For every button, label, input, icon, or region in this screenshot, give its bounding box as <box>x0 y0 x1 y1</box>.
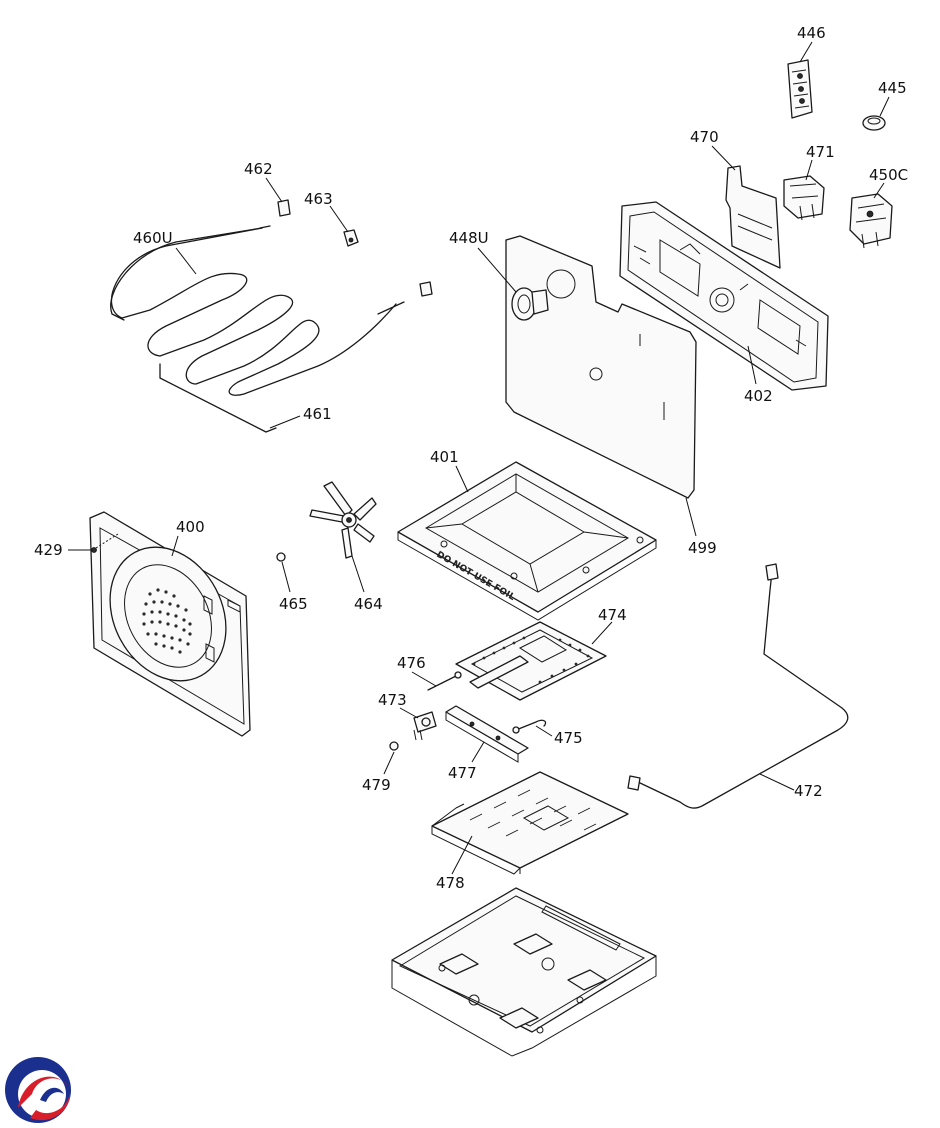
part-465-nut <box>276 552 291 593</box>
part-448u-pressure-switch <box>477 247 549 321</box>
part-499-insulation <box>505 235 697 537</box>
part-472-gas-pipe <box>627 563 849 809</box>
label-475: 475 <box>554 729 583 747</box>
part-401-burner-cover: DO NOT USE FOIL <box>397 461 657 621</box>
label-473: 473 <box>378 691 407 709</box>
part-oven-base <box>391 887 657 1057</box>
label-445: 445 <box>878 79 907 97</box>
label-463: 463 <box>304 190 333 208</box>
label-448u: 448U <box>449 229 489 247</box>
part-429-screw <box>68 533 119 553</box>
part-446-terminal-block <box>787 41 813 119</box>
label-400: 400 <box>176 518 205 536</box>
part-476-pin <box>411 671 462 691</box>
fan-grille-holes <box>142 588 192 654</box>
label-471: 471 <box>806 143 835 161</box>
part-477-rail <box>445 705 529 763</box>
label-450c: 450C <box>869 166 908 184</box>
label-429: 429 <box>34 541 63 559</box>
label-479: 479 <box>362 776 391 794</box>
part-element-clip <box>419 281 433 297</box>
label-461: 461 <box>303 405 332 423</box>
part-475-electrode <box>512 719 553 737</box>
label-474: 474 <box>598 606 627 624</box>
label-472: 472 <box>794 782 823 800</box>
label-462: 462 <box>244 160 273 178</box>
label-465: 465 <box>279 595 308 613</box>
label-499: 499 <box>688 539 717 557</box>
part-463-clip <box>329 205 359 247</box>
label-464: 464 <box>354 595 383 613</box>
part-474-burner <box>455 621 613 701</box>
part-445-thermostat <box>862 96 890 131</box>
brand-logo <box>5 1057 71 1123</box>
part-479-nut <box>383 741 399 775</box>
part-462-clip <box>265 177 291 217</box>
part-464-fan-blade <box>309 481 377 593</box>
part-473-valve <box>399 707 437 741</box>
label-446: 446 <box>797 24 826 42</box>
part-461-support-rod <box>159 363 301 433</box>
label-402: 402 <box>744 387 773 405</box>
label-478: 478 <box>436 874 465 892</box>
part-402-rear-panel <box>619 201 829 391</box>
part-478-tray <box>431 771 629 875</box>
part-460u-grill-element <box>110 225 405 396</box>
part-471-relay <box>783 159 825 221</box>
part-400-back-panel <box>89 511 251 737</box>
label-401: 401 <box>430 448 459 466</box>
label-476: 476 <box>397 654 426 672</box>
label-477: 477 <box>448 764 477 782</box>
part-470-bracket <box>711 145 781 269</box>
part-450c-switch <box>849 182 893 249</box>
label-460u: 460U <box>133 229 173 247</box>
label-470: 470 <box>690 128 719 146</box>
part-labels: 446 445 470 471 450C 462 463 460U 448U 4… <box>34 24 908 892</box>
